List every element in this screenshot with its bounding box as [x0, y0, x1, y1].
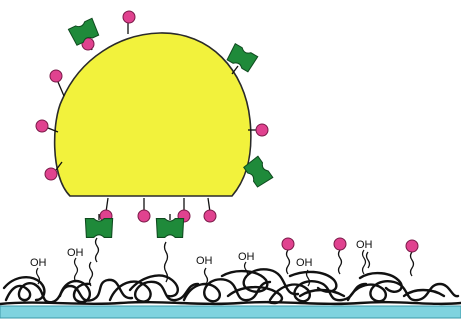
- ligand-icon: [281, 237, 295, 251]
- nanoparticle: [53, 32, 252, 197]
- surface-ligands: [281, 237, 419, 253]
- oh-label: OH: [238, 251, 255, 263]
- receptor-icon: [155, 218, 185, 238]
- ligand-icon: [44, 167, 58, 181]
- bridging-stalks: [94, 214, 171, 263]
- substrate-surface: [0, 305, 461, 319]
- oh-tethers: [35, 249, 367, 285]
- oh-label: OH: [67, 247, 84, 259]
- ligand-icon: [122, 10, 136, 24]
- oh-label: OH: [30, 257, 47, 269]
- receptor-icon: [84, 218, 114, 238]
- oh-label: OH: [296, 257, 313, 269]
- surface-tethers: [88, 241, 415, 287]
- hydroxyl-labels: OH OH OH OH OH OH OH: [30, 239, 373, 269]
- oh-label: OH: [196, 255, 213, 267]
- ligand-icon: [203, 209, 217, 223]
- ligand-icon: [137, 209, 151, 223]
- ligand-icon: [35, 119, 49, 133]
- bridging-receptors: [84, 218, 185, 238]
- ligand-icon: [405, 239, 419, 253]
- oh-label: OH: [356, 239, 373, 251]
- ligand-icon: [49, 69, 63, 83]
- polymer-brush-layer: [0, 268, 461, 306]
- receptor-icon: [67, 17, 101, 47]
- ligand-icon: [333, 237, 347, 251]
- ligand-icon: [255, 123, 269, 137]
